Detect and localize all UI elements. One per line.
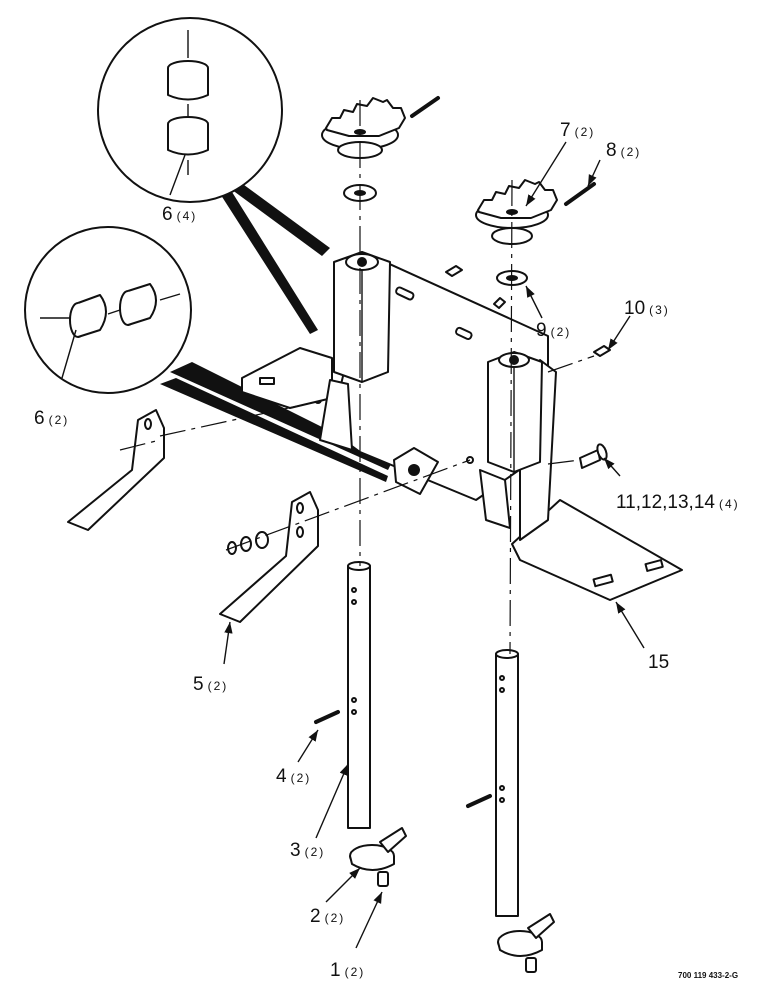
- svg-text:11,12,13,14(4): 11,12,13,14(4): [616, 492, 740, 513]
- callout-3: 3(2): [290, 840, 325, 861]
- callout-6-upper: 6(4): [162, 204, 197, 225]
- callout-2: 2(2): [310, 906, 345, 927]
- callout-7: 7(2): [560, 120, 595, 141]
- svg-text:5(2): 5(2): [193, 674, 228, 695]
- svg-text:4(2): 4(2): [276, 766, 311, 787]
- svg-text:3(2): 3(2): [290, 840, 325, 861]
- grease-fittings: [445, 265, 611, 357]
- svg-text:7(2): 7(2): [560, 120, 595, 141]
- callout-4: 4(2): [276, 766, 311, 787]
- svg-text:1(2): 1(2): [330, 960, 365, 981]
- svg-text:15: 15: [648, 652, 669, 673]
- svg-text:8(2): 8(2): [606, 140, 641, 161]
- center-lines: [119, 100, 595, 655]
- roll-pins: [314, 96, 596, 808]
- bolt-part: [579, 443, 608, 469]
- callout-10: 10(3): [624, 298, 670, 319]
- svg-text:6(2): 6(2): [34, 408, 69, 429]
- frame-assembly: [241, 251, 683, 601]
- svg-text:6(4): 6(4): [162, 204, 197, 225]
- bracket-lower: [219, 491, 319, 623]
- svg-text:9(2): 9(2): [536, 320, 571, 341]
- bracket-upper: [67, 409, 165, 531]
- shaft-left: [347, 561, 371, 829]
- svg-text:2(2): 2(2): [310, 906, 345, 927]
- detail-bubble-bushings-vertical: [97, 17, 330, 334]
- knob-left: [349, 827, 407, 887]
- drawing-code: 700 119 433-2-G: [678, 971, 738, 980]
- fastener-set: [227, 531, 269, 555]
- svg-text:10(3): 10(3): [624, 298, 670, 319]
- callout-6-lower: 6(2): [34, 408, 69, 429]
- sprocket-right: [475, 179, 558, 286]
- sprocket-left: [321, 97, 406, 202]
- callout-11-14: 11,12,13,14(4): [616, 492, 740, 513]
- callout-8: 8(2): [606, 140, 641, 161]
- callout-5: 5(2): [193, 674, 228, 695]
- callout-15: 15: [648, 652, 669, 673]
- callout-9: 9(2): [536, 320, 571, 341]
- shaft-right: [495, 649, 519, 917]
- leader-arrows: [223, 141, 645, 949]
- callout-1: 1(2): [330, 960, 365, 981]
- knob-right: [497, 913, 555, 973]
